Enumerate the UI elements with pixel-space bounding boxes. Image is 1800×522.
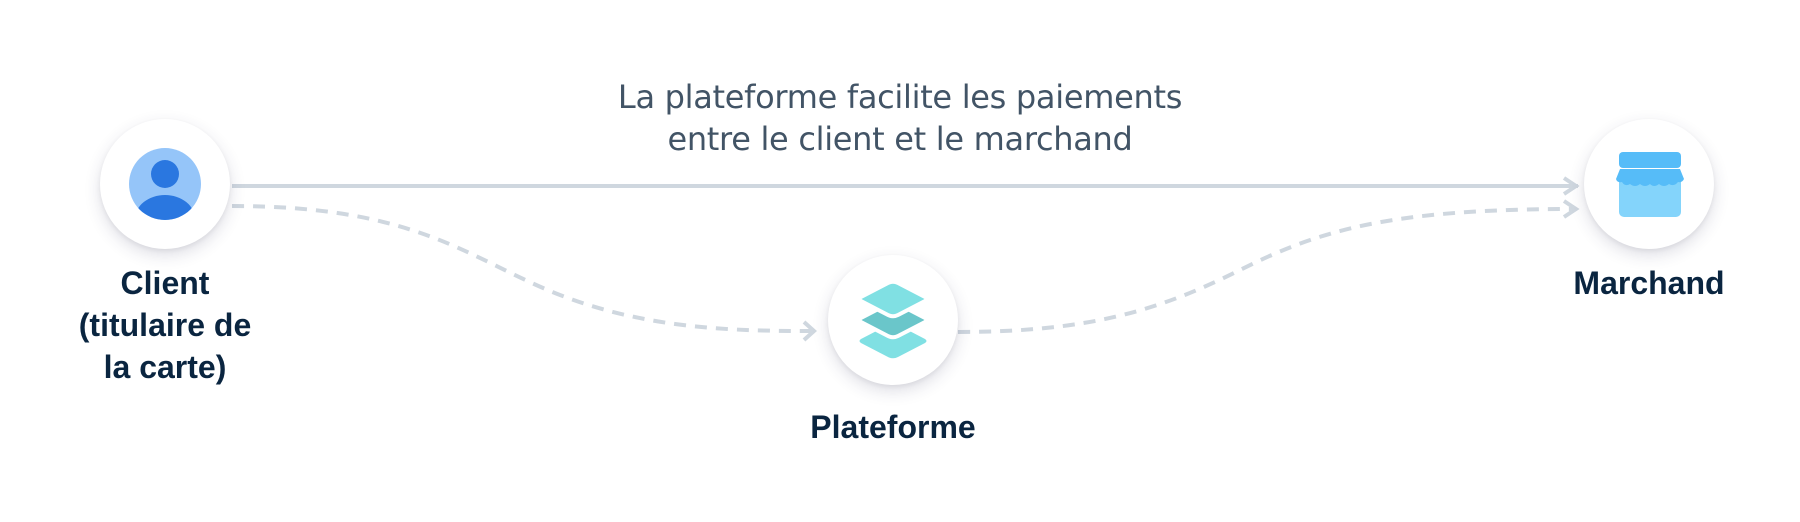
arrowhead-icon (1562, 199, 1580, 219)
merchant-node (1584, 119, 1714, 249)
dashed-edge-client-platform (231, 204, 813, 333)
platform-label: Plateforme (810, 409, 976, 445)
storefront-icon (1616, 152, 1684, 217)
diagram-caption: La plateforme facilite les paiements ent… (560, 76, 1240, 160)
merchant-label: Marchand (1573, 265, 1725, 301)
stacked-layers-icon (857, 279, 929, 359)
arrowhead-icon (802, 320, 817, 342)
dashed-edge-platform-merchant (957, 207, 1575, 334)
client-label-line-1: Client (120, 265, 210, 301)
arrowhead-icon (1562, 176, 1580, 196)
caption-line-2: entre le client et le marchand (667, 120, 1133, 158)
client-label-line-3: la carte) (103, 349, 227, 385)
client-label-line-2: (titulaire de (78, 307, 252, 343)
user-avatar-icon (129, 148, 201, 220)
caption-line-1: La plateforme facilite les paiements (617, 78, 1183, 116)
client-node (100, 119, 230, 249)
platform-node (828, 255, 958, 385)
client-label: Client (titulaire de la carte) (40, 262, 290, 388)
